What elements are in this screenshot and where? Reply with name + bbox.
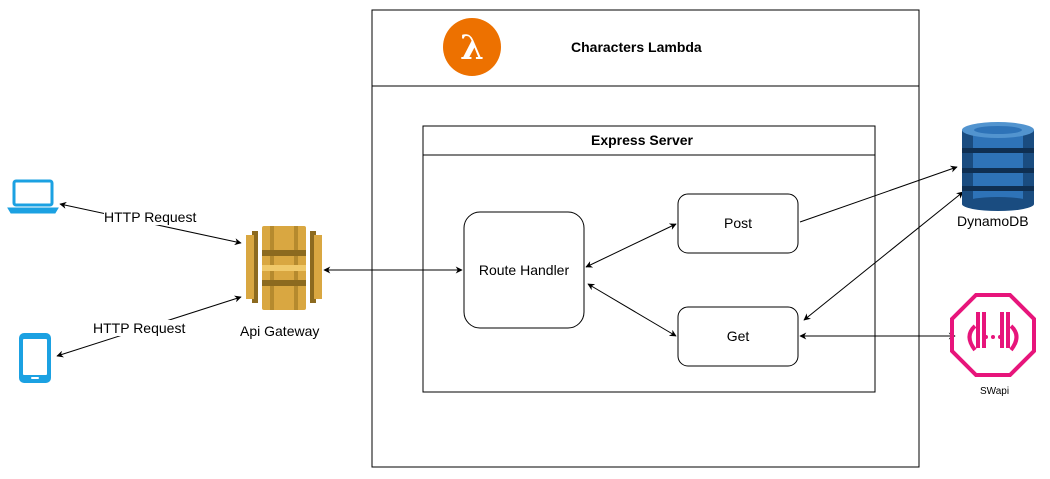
dynamodb-label: DynamoDB — [957, 213, 1029, 229]
dynamodb-icon — [962, 122, 1034, 211]
api-gateway-label: Api Gateway — [240, 323, 320, 339]
phone-edge-label: HTTP Request — [93, 320, 186, 336]
route-handler-label: Route Handler — [478, 262, 570, 278]
get-box — [677, 306, 799, 367]
smartphone-icon — [19, 333, 51, 383]
api-gateway-icon — [246, 226, 322, 310]
swapi-icon — [950, 293, 1036, 377]
lambda-title: Characters Lambda — [571, 39, 702, 55]
edge-get-dynamodb — [803, 191, 964, 321]
get-label: Get — [726, 328, 750, 344]
post-box — [677, 193, 799, 254]
svg-text:λ: λ — [460, 28, 484, 68]
edge-route-post — [585, 223, 677, 268]
post-label: Post — [723, 215, 752, 231]
route-handler-box — [463, 211, 585, 329]
laptop-icon — [7, 179, 59, 214]
lambda-icon: λ — [443, 18, 501, 76]
laptop-edge-label: HTTP Request — [104, 209, 197, 225]
swapi-label: SWapi — [980, 386, 1010, 397]
express-server-title: Express Server — [591, 132, 693, 148]
edge-route-get — [587, 283, 677, 337]
